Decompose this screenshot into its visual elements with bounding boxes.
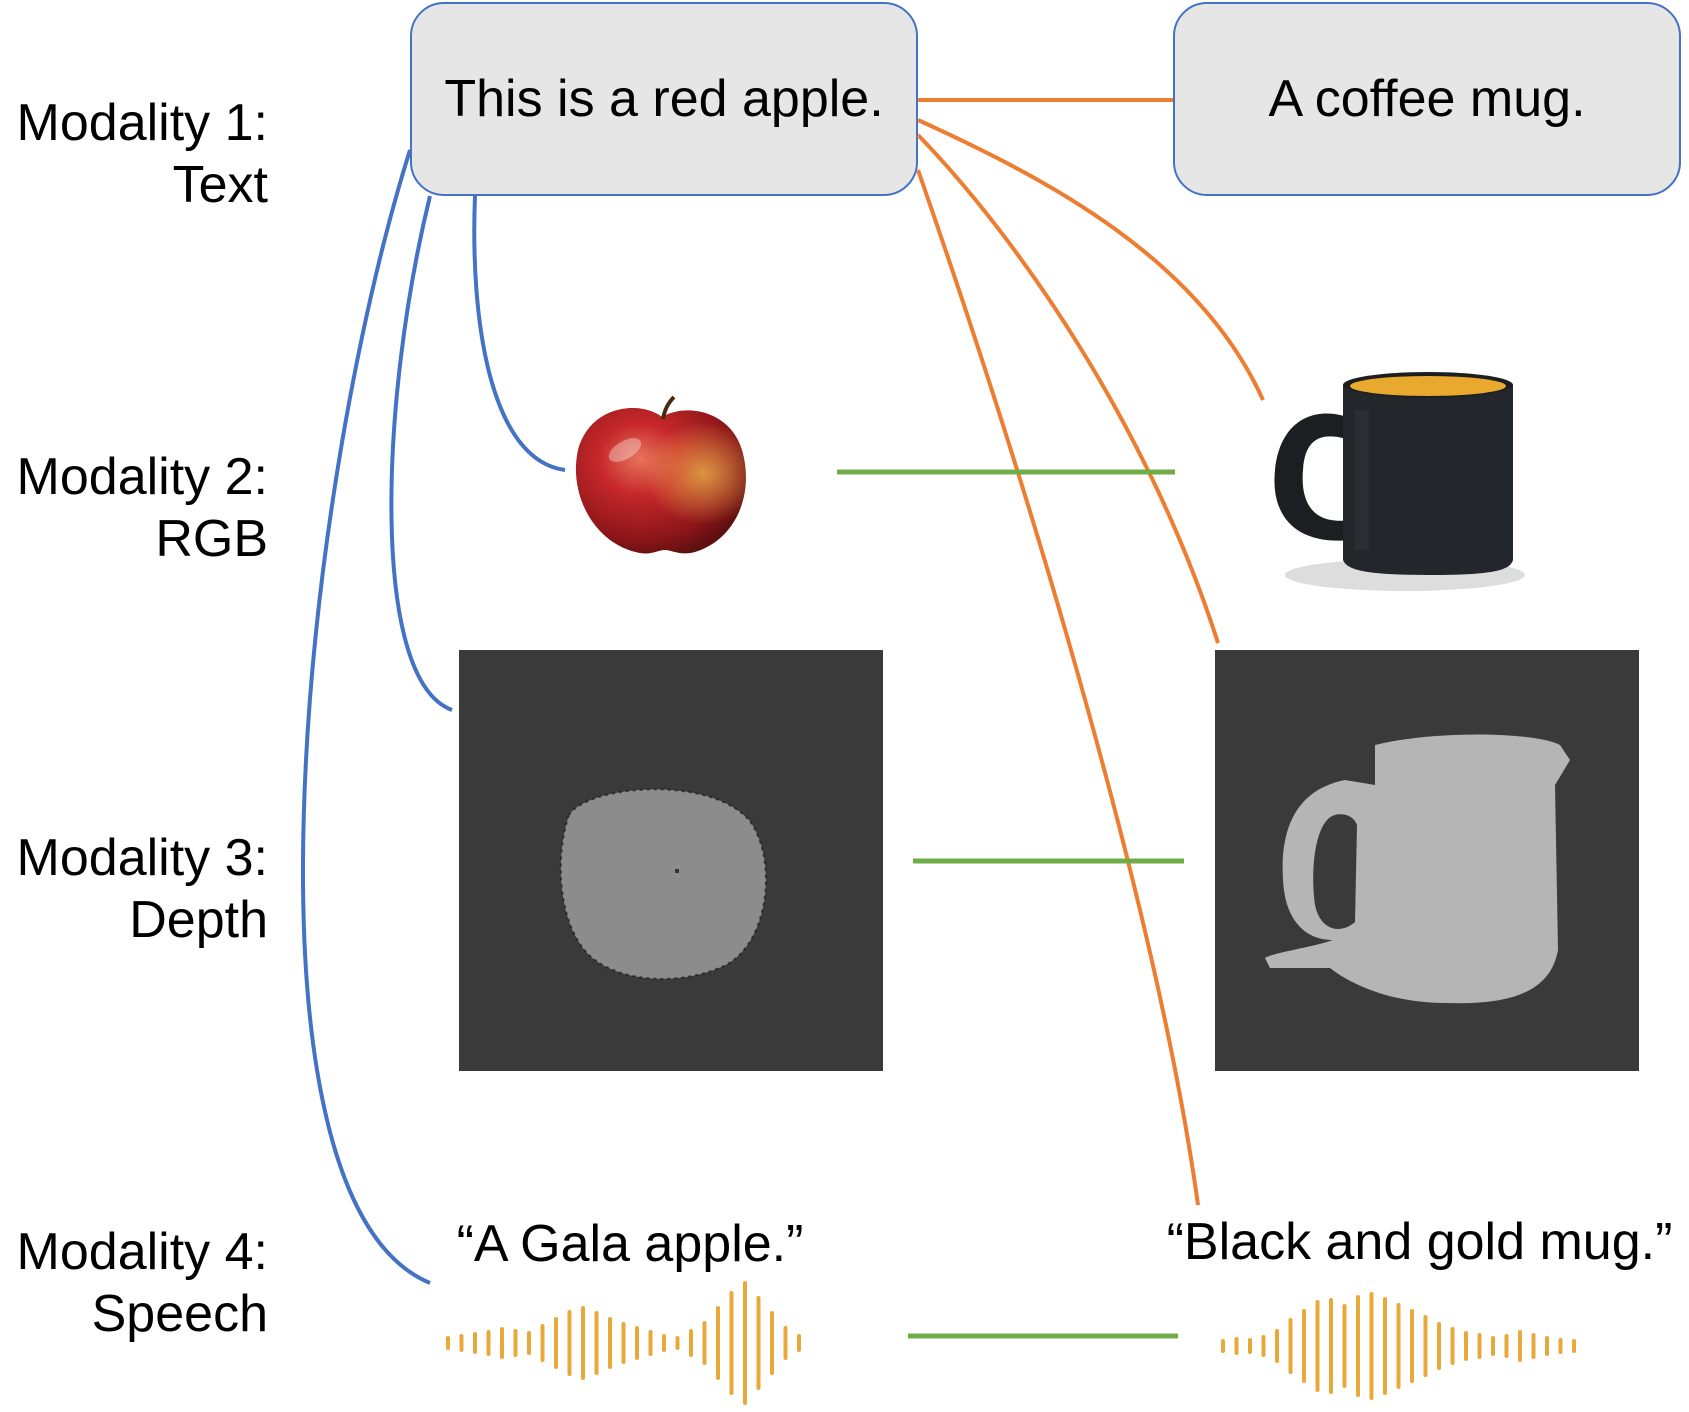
modality-4-label: Modality 4: Speech [0,1221,268,1345]
mug-handle [1274,413,1350,541]
modality-2-name: RGB [155,510,268,568]
apple-speech-waveform [446,1281,801,1405]
mug-speech-waveform [1221,1292,1576,1400]
blue-link-text-to-rgb [472,195,566,472]
modality-4-number: Modality 4: [16,1223,268,1281]
mug-depth-silhouette [1265,734,1570,1004]
modality-3-number: Modality 3: [16,829,268,887]
mug-photo [1274,372,1525,591]
apple-speech-quote: “A Gala apple.” [456,1215,804,1273]
blue-link-text-to-speech [301,149,431,1285]
apple-photo [575,395,746,554]
mug-caption-text: A coffee mug. [1268,70,1586,128]
mug-body [1343,385,1513,575]
modality-2-label: Modality 2: RGB [0,446,268,570]
apple-caption-box: This is a red apple. [410,2,918,196]
mug-gold-interior [1350,376,1506,396]
modality-3-label: Modality 3: Depth [0,827,268,951]
apple-depth-silhouette [560,789,766,979]
mug-speech-quote: “Black and gold mug.” [1166,1213,1673,1271]
modality-2-number: Modality 2: [16,448,268,506]
mug-depth-image [1215,650,1639,1071]
apple-caption-text: This is a red apple. [444,70,884,128]
modality-3-name: Depth [129,891,268,949]
modality-1-label: Modality 1: Text [0,92,268,216]
mug-caption-box: A coffee mug. [1173,2,1681,196]
blue-link-text-to-depth [389,195,453,712]
orange-link-text-to-mug-speech [916,169,1200,1206]
mug-depth-handle-hole [1313,814,1357,929]
modality-1-name: Text [172,156,268,214]
apple-depth-image [459,650,883,1071]
orange-link-text-to-mug-rgb [917,118,1265,401]
modality-1-number: Modality 1: [16,94,268,152]
modality-4-name: Speech [91,1285,268,1343]
orange-link-text-to-mug-depth [916,133,1220,644]
